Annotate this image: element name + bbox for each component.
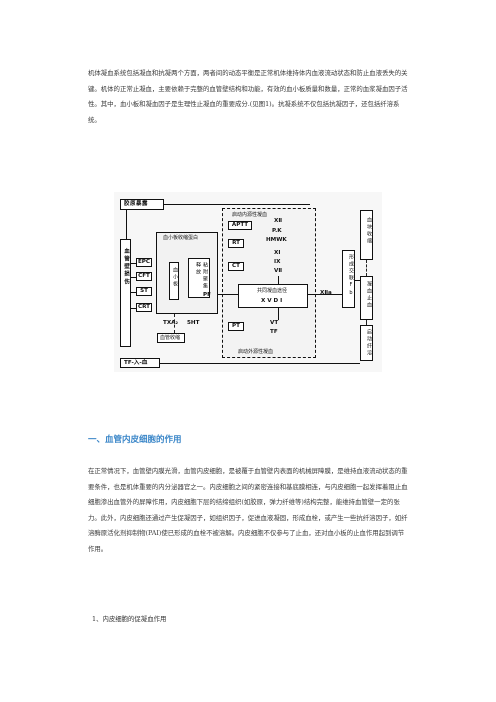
sub-heading: 1、内皮细胞的促凝血作用 <box>92 615 167 623</box>
intro-paragraph: 机体凝血系统包括凝血和抗凝两个方面，两者间的动态平衡是正常机体维持体内血液流动状… <box>88 69 408 124</box>
xiia-label: XⅡa <box>320 290 332 296</box>
aptt-box: APTT <box>228 221 252 230</box>
factor-hmwk-label: HMWK <box>266 237 287 243</box>
collagen-box: 胶原暴露 <box>120 199 164 210</box>
common-path-box <box>238 284 308 308</box>
cft-box: CFT <box>136 272 152 281</box>
stop-bleed-box: 凝血止血 <box>360 276 373 320</box>
tf-into-blood-box: TF-入-血 <box>120 358 160 368</box>
st-box: ST <box>136 287 152 296</box>
factor-xi-label: XⅠ <box>274 250 281 256</box>
vessel-contract-box: 血管收缩 <box>157 333 185 343</box>
vessel-wall-box: 血管壁损伤 <box>120 239 131 347</box>
sht-label: 5HT <box>187 320 200 326</box>
ct-box: CT <box>228 262 244 271</box>
fibrinolysis-box: 启动纤溶 <box>360 325 373 361</box>
clot-contract-box: 血块收缩 <box>360 210 373 260</box>
coagulation-diagram: 胶原暴露 血管壁损伤 EPC CFT ST CRT 血小板收缩蛋白 血小板 粘附… <box>114 192 382 372</box>
factor-viii-label: VⅡ <box>274 268 283 274</box>
adhesion-box: 粘附聚集释放 <box>188 258 210 298</box>
pf-label: PF <box>203 292 211 298</box>
tf-label: TF <box>270 329 278 335</box>
fibrin-box: 形成交联Fb <box>342 250 355 308</box>
platelet-box: 血小板 <box>169 262 179 300</box>
xvdi-label: X V D Ⅰ <box>261 298 283 304</box>
pt-box: PT <box>228 322 244 331</box>
coagulation-cascade-box <box>222 208 316 358</box>
crt-box: CRT <box>136 303 152 312</box>
epc-box: EPC <box>136 258 152 267</box>
common-path-label: 共同凝血途径 <box>257 288 288 294</box>
txa-label: TXA₂ <box>163 320 178 326</box>
factor-pk-label: P.K <box>272 228 282 234</box>
section-heading: 一、血管内皮细胞的作用 <box>88 435 182 445</box>
factor-xii-label: XⅡ <box>274 218 282 224</box>
extrinsic-label: 启动外源性凝血 <box>238 349 274 355</box>
intrinsic-label: 启动内源性凝血 <box>232 212 268 218</box>
vt-label: VT <box>270 320 279 326</box>
body-paragraph: 在正常情况下，血管壁内膜光滑，血管内皮细胞，是被覆于血管壁内表面的机械屏障膜，是… <box>88 467 408 553</box>
factor-ix-label: ⅠX <box>274 259 281 265</box>
rt-box: RT <box>228 239 244 248</box>
platelet-group-label: 血小板收缩蛋白 <box>163 235 199 241</box>
